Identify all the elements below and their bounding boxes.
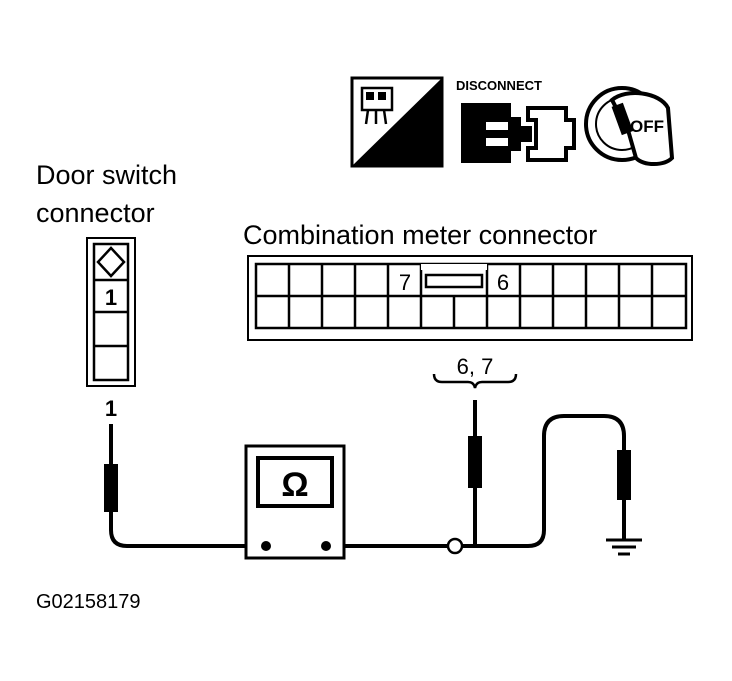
diamond-key-icon bbox=[96, 246, 126, 278]
figure-code: G02158179 bbox=[36, 591, 141, 613]
ground-icon bbox=[606, 538, 642, 556]
harness-side-label: H.S. bbox=[390, 140, 433, 165]
meter-terminal-left bbox=[261, 541, 271, 551]
door-switch-pin-label: 1 bbox=[105, 285, 117, 310]
door-switch-title-line1: Door switch bbox=[36, 160, 177, 190]
ground-probe-handle bbox=[617, 450, 631, 500]
wire-junction bbox=[446, 537, 464, 555]
disconnect-label: DISCONNECT bbox=[456, 78, 542, 93]
ignition-off-icon: OFF bbox=[584, 86, 675, 166]
meter-probe-handle bbox=[468, 436, 482, 488]
meter-pin-7-label: 7 bbox=[399, 270, 411, 295]
meter-pin-6-label: 6 bbox=[497, 270, 509, 295]
door-switch-probe-handle bbox=[104, 464, 118, 512]
connector-key-slot bbox=[424, 273, 484, 289]
door-switch-probe-label: 1 bbox=[105, 396, 117, 421]
pin-group-brace bbox=[432, 373, 518, 389]
ignition-off-label: OFF bbox=[630, 117, 664, 136]
meter-terminal-right bbox=[321, 541, 331, 551]
test-wiring bbox=[109, 400, 626, 548]
door-switch-connector: 1 bbox=[86, 237, 136, 387]
combination-meter-connector: 7 6 bbox=[247, 255, 693, 341]
disconnect-icon: DISCONNECT bbox=[456, 78, 576, 163]
meter-probe-label: 6, 7 bbox=[457, 354, 494, 379]
combination-meter-title: Combination meter connector bbox=[243, 220, 597, 250]
ohm-symbol: Ω bbox=[281, 466, 308, 504]
ohmmeter: Ω bbox=[244, 444, 346, 560]
door-switch-title-line2: connector bbox=[36, 198, 155, 228]
harness-side-icon: H.S. bbox=[350, 76, 444, 168]
